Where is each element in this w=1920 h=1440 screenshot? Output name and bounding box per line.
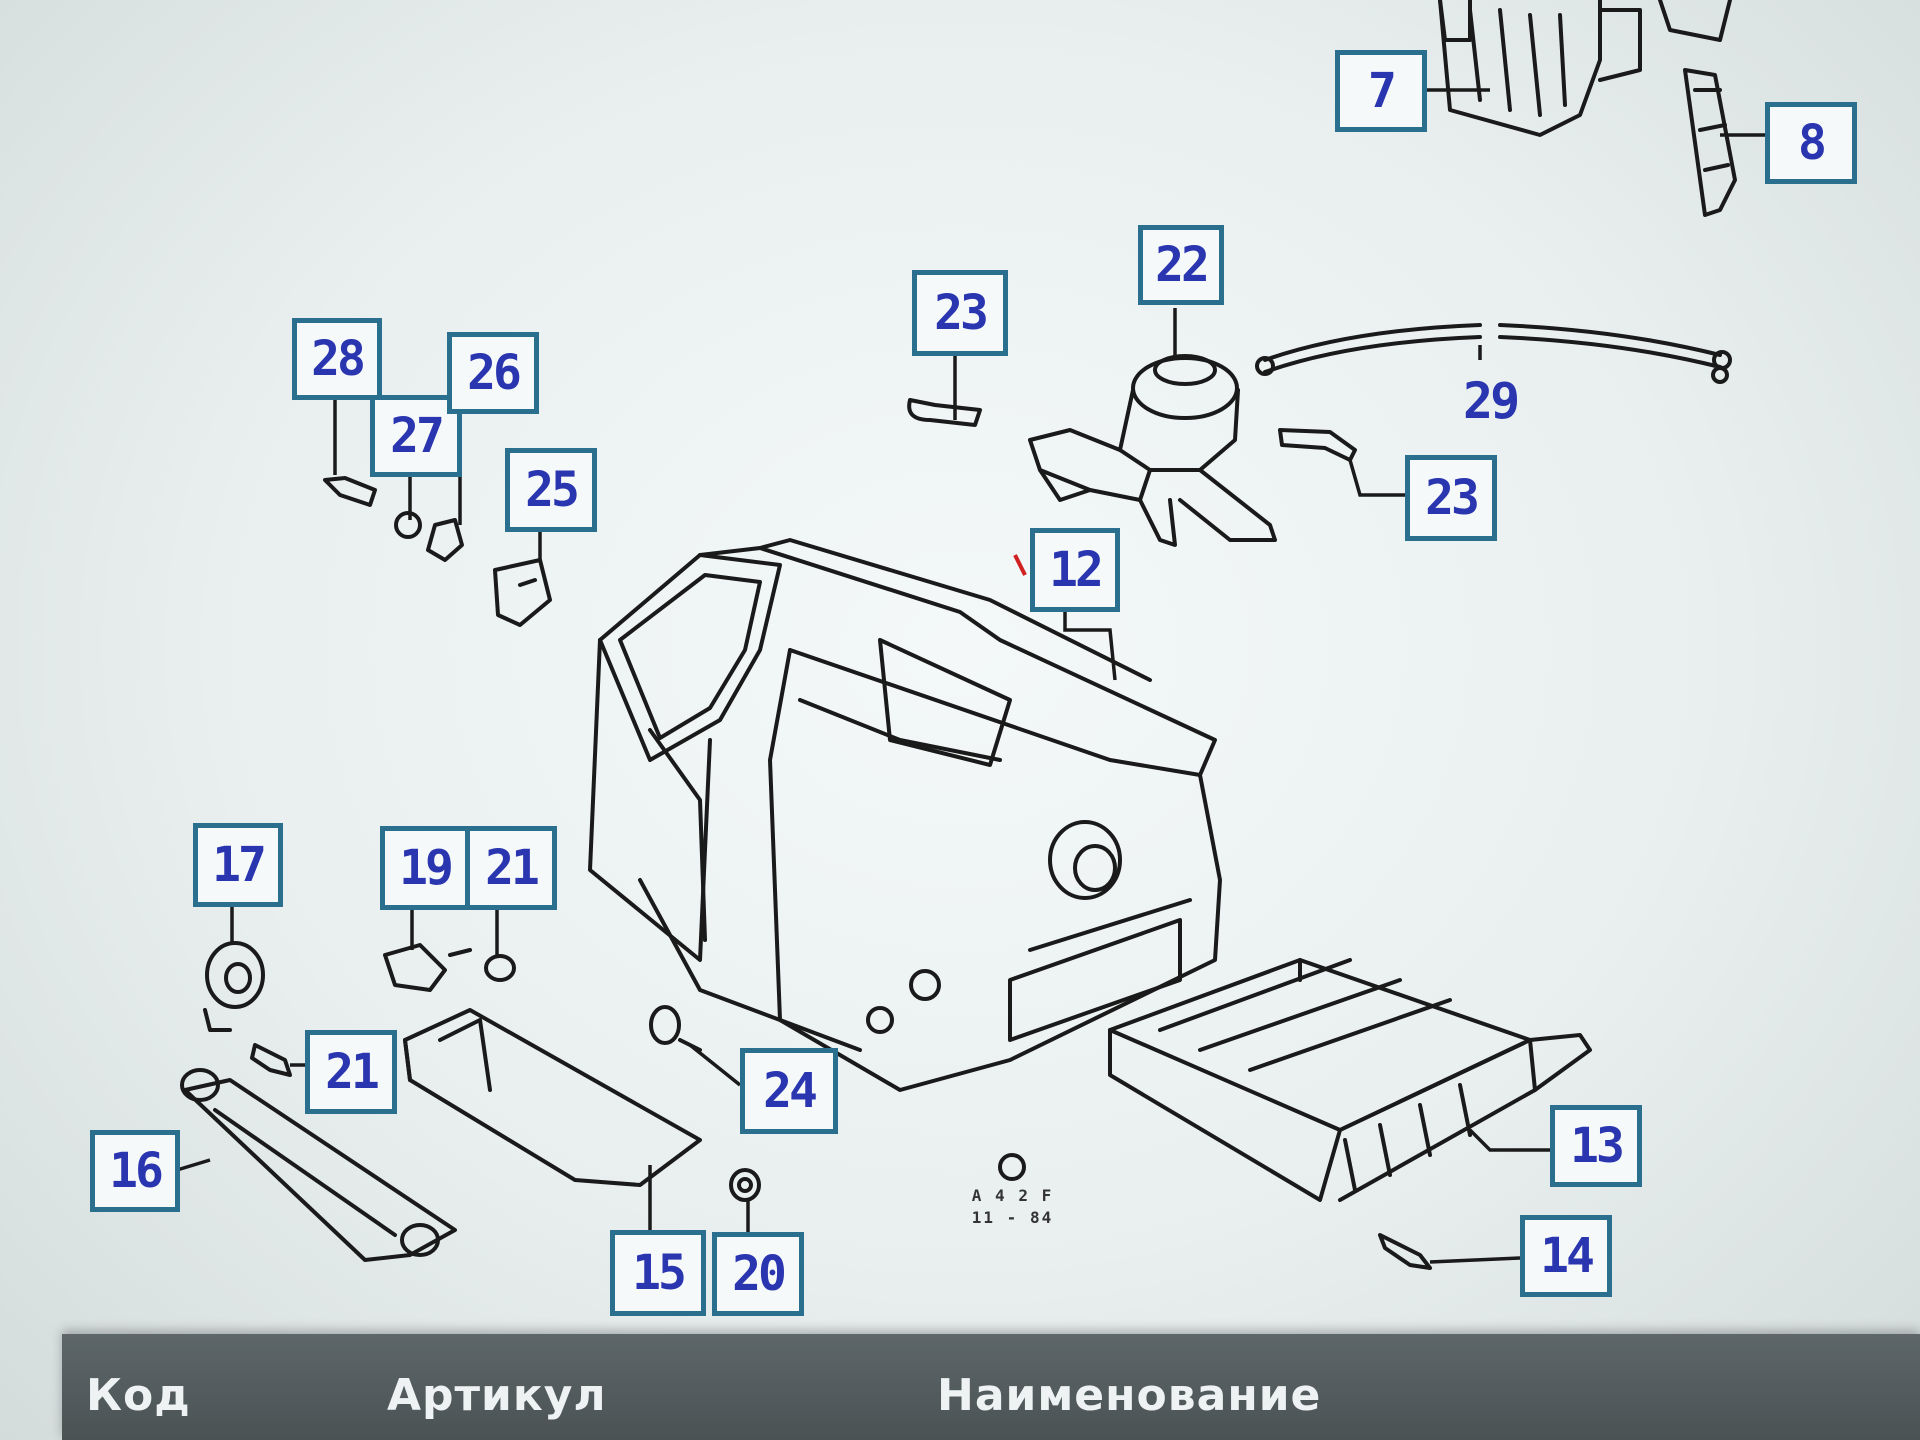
callout-15[interactable]: 15 (610, 1230, 706, 1316)
part-15-plate-drawing (403, 1008, 702, 1187)
callout-21-left[interactable]: 21 (305, 1030, 397, 1114)
callout-27[interactable]: 27 (370, 395, 462, 477)
part-21-screw-drawing (250, 1043, 292, 1077)
callout-8[interactable]: 8 (1765, 102, 1857, 184)
callout-13[interactable]: 13 (1550, 1105, 1642, 1187)
callout-16[interactable]: 16 (90, 1130, 180, 1212)
part-12-housing-drawing (588, 538, 1222, 1092)
column-header-code[interactable]: Код (86, 1370, 191, 1421)
callout-23-top[interactable]: 23 (912, 270, 1008, 356)
callout-12[interactable]: 12 (1030, 528, 1120, 612)
callout-28[interactable]: 28 (292, 318, 382, 400)
part-13-heater-core-drawing (1108, 958, 1592, 1202)
column-header-article[interactable]: Артикул (387, 1370, 607, 1421)
part-14-screw-drawing (1378, 1233, 1432, 1270)
callout-20[interactable]: 20 (712, 1232, 804, 1316)
part-20-nut-drawing (729, 1168, 761, 1202)
callout-14[interactable]: 14 (1520, 1215, 1612, 1297)
stamp-line-1: A 4 2 F (971, 1186, 1054, 1205)
callout-25[interactable]: 25 (505, 448, 597, 532)
fasteners-25-28-drawing (323, 476, 552, 627)
stamp-line-2: 11 - 84 (971, 1208, 1054, 1228)
part-17-drawing (203, 941, 265, 1032)
diagram-stamp: A 4 2 F 11 - 84 (940, 1185, 1085, 1230)
callout-26[interactable]: 26 (447, 332, 539, 414)
part-23b-clip-drawing (1278, 428, 1357, 462)
part-16-flap-drawing (180, 1068, 457, 1262)
part-29-cable-drawing (1255, 323, 1732, 384)
callout-22[interactable]: 22 (1138, 225, 1224, 305)
part-22-blower-drawing (1028, 354, 1277, 547)
callout-17[interactable]: 17 (193, 823, 283, 907)
part-21b-drawing (484, 954, 516, 982)
part-23-clip-drawing (907, 398, 982, 427)
part-19-drawing (383, 943, 472, 992)
callout-19[interactable]: 19 (380, 826, 470, 910)
label-29[interactable]: 29 (1463, 372, 1520, 430)
callout-21-top[interactable]: 21 (465, 826, 557, 910)
callout-7[interactable]: 7 (1335, 50, 1427, 132)
part-7-vent-drawing (1438, 0, 1732, 137)
callout-23-right[interactable]: 23 (1405, 455, 1497, 541)
parts-table-header: Код Артикул Наименование (62, 1334, 1920, 1440)
part-8-clip-drawing (1683, 68, 1737, 217)
part-24-drawing (649, 1005, 702, 1052)
column-header-name[interactable]: Наименование (937, 1370, 1322, 1421)
callout-24[interactable]: 24 (740, 1048, 838, 1134)
